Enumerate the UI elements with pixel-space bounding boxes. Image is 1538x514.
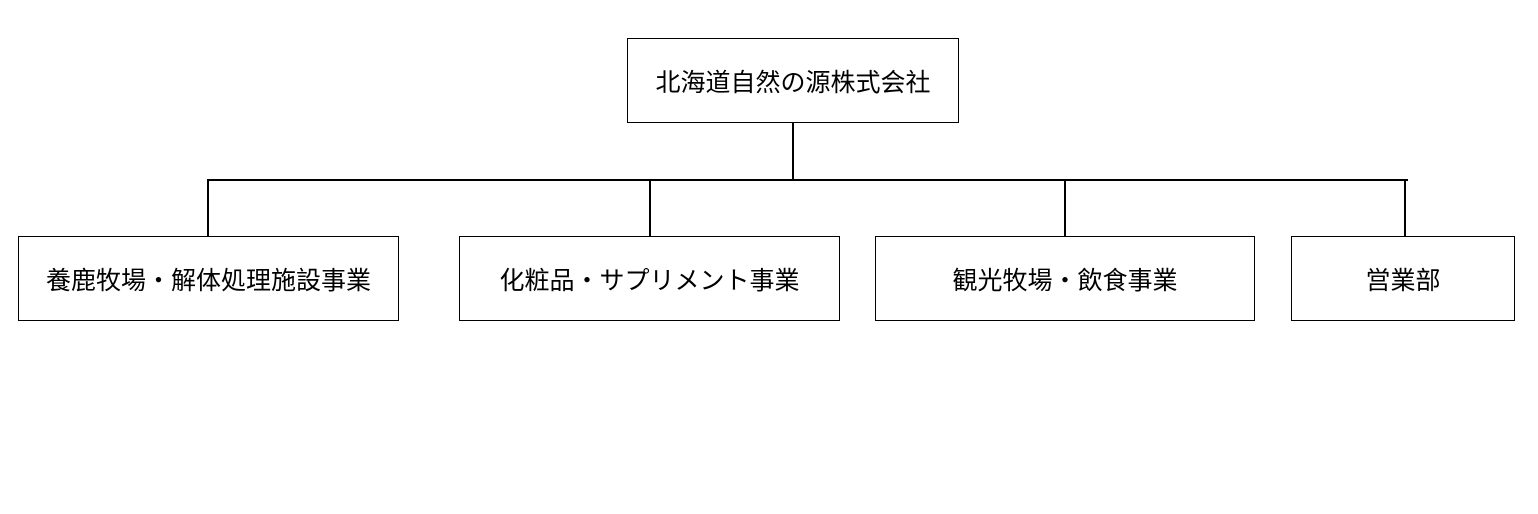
division-connector-line-2 bbox=[649, 179, 651, 237]
division-node-label: 養鹿牧場・解体処理施設事業 bbox=[45, 265, 371, 295]
division-connector-line-4 bbox=[1404, 179, 1406, 238]
root-node: 北海道自然の源株式会社 bbox=[627, 38, 959, 123]
horizontal-bus-line bbox=[207, 179, 1408, 181]
division-node-label: 営業部 bbox=[1365, 265, 1441, 295]
division-node-tourism-dining: 観光牧場・飲食事業 bbox=[875, 236, 1255, 321]
division-node-cosmetics-supplements: 化粧品・サプリメント事業 bbox=[459, 236, 840, 321]
division-connector-line-3 bbox=[1064, 179, 1066, 238]
division-node-sales: 営業部 bbox=[1291, 236, 1515, 321]
division-node-label: 化粧品・サプリメント事業 bbox=[499, 265, 800, 295]
division-node-deer-farm-processing: 養鹿牧場・解体処理施設事業 bbox=[18, 236, 399, 321]
division-connector-line-1 bbox=[207, 179, 209, 238]
division-node-label: 観光牧場・飲食事業 bbox=[952, 265, 1178, 295]
root-connector-line bbox=[792, 122, 794, 181]
root-node-label: 北海道自然の源株式会社 bbox=[655, 67, 931, 97]
